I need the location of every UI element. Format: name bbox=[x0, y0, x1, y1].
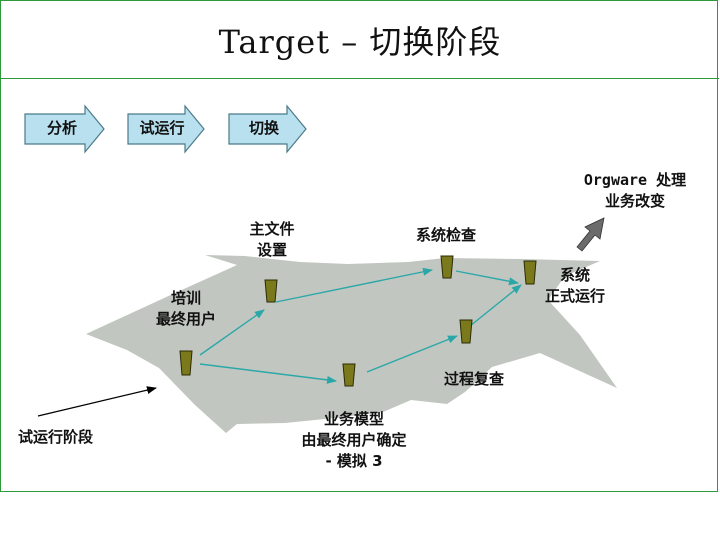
label-master-file: 主文件设置 bbox=[249, 220, 295, 259]
label-process-review: 过程复查 bbox=[443, 370, 504, 388]
phase-chevrons bbox=[24, 104, 307, 154]
label-trial-run-phase: 试运行阶段 bbox=[18, 428, 94, 446]
marker-business-model bbox=[342, 363, 356, 387]
marker-master-file bbox=[264, 279, 278, 303]
marker-system-check bbox=[440, 255, 454, 279]
chevron-label-switchover: 切换 bbox=[248, 119, 279, 137]
chevron-label-analysis: 分析 bbox=[46, 119, 77, 137]
flow-arrow bbox=[366, 335, 458, 373]
page-title: Target – 切换阶段 bbox=[218, 22, 502, 61]
flow-arrow bbox=[199, 309, 265, 356]
chevron-trial-run bbox=[127, 104, 205, 154]
chevron-analysis bbox=[24, 104, 105, 154]
label-training: 培训最终用户 bbox=[155, 289, 216, 328]
label-go-live: 系统正式运行 bbox=[544, 266, 605, 305]
title-bar: Target – 切换阶段 bbox=[1, 1, 719, 79]
flow-arrow bbox=[199, 363, 337, 384]
chevron-switchover bbox=[228, 104, 307, 154]
flow-arrows bbox=[199, 267, 522, 384]
process-plane bbox=[86, 255, 617, 433]
chevron-label-trial-run: 试运行 bbox=[139, 119, 185, 137]
orgware-arrow bbox=[576, 217, 605, 252]
flow-arrow bbox=[469, 284, 522, 327]
flow-arrow bbox=[455, 270, 519, 286]
label-orgware: Orgware 处理业务改变 bbox=[583, 171, 687, 210]
milestone-markers bbox=[179, 255, 537, 387]
trial-run-pointer bbox=[37, 386, 157, 417]
slide-frame: Target – 切换阶段 bbox=[0, 0, 719, 492]
label-system-check: 系统检查 bbox=[415, 226, 476, 244]
marker-go-live bbox=[523, 260, 537, 285]
flow-arrow bbox=[275, 267, 433, 303]
marker-training bbox=[179, 350, 193, 376]
marker-process-review bbox=[459, 319, 473, 344]
label-business-model: 业务模型 由最终用户确定 - 模拟 3 bbox=[301, 410, 407, 470]
